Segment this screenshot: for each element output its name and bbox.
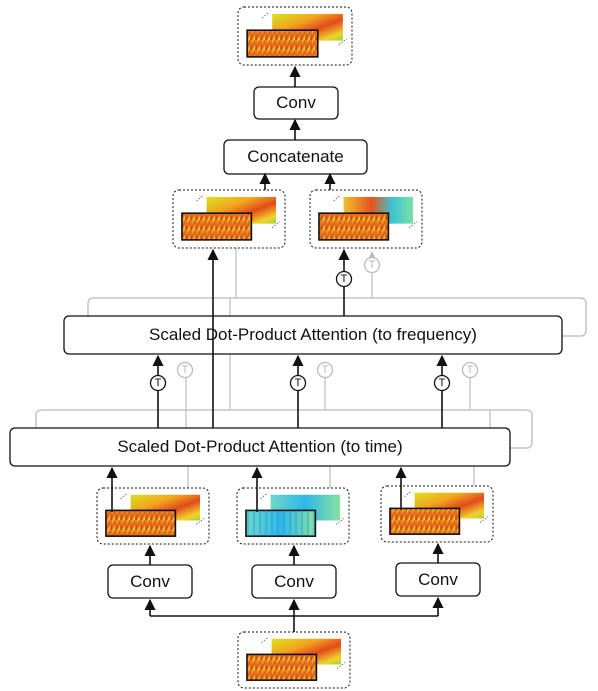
attention-frequency-label: Scaled Dot-Product Attention (to frequen… — [149, 325, 477, 344]
output-feature-map — [237, 6, 353, 66]
concatenate-label: Concatenate — [247, 147, 344, 166]
transpose-left — [149, 374, 167, 392]
transpose-right — [433, 374, 451, 392]
middle-conv-feature-map-front-texture — [245, 510, 316, 537]
transpose-freq-out — [335, 270, 353, 288]
gray-transpose-left — [176, 361, 194, 379]
frequency-attention-output-map-front-channel — [318, 212, 390, 241]
output-feature-map-front-channel — [246, 29, 319, 58]
right-conv-feature-map — [380, 485, 494, 543]
attention-time-label: Scaled Dot-Product Attention (to time) — [117, 437, 403, 456]
conv-left-box — [107, 564, 193, 599]
black-layer — [9, 6, 563, 689]
transpose-label-left: T — [154, 377, 162, 389]
transpose-label-middle: T — [294, 377, 302, 389]
middle-conv-feature-map — [236, 487, 350, 545]
transpose-label-gray-right: T — [466, 364, 474, 376]
attention-frequency-box — [63, 315, 563, 355]
conv-right-label: Conv — [418, 569, 458, 589]
attention-time-box — [9, 427, 511, 467]
gray-transpose-right — [461, 361, 479, 379]
conv-middle-box — [251, 564, 337, 599]
frequency-attention-output-map — [309, 189, 423, 249]
left-conv-feature-map — [96, 487, 210, 545]
time-attention-output-map-front-channel — [181, 212, 253, 241]
transpose-label-gray-freq: T — [368, 259, 376, 271]
conv-middle-label: Conv — [274, 571, 314, 591]
conv-right-box — [395, 562, 481, 597]
transpose-label-freq-out: T — [340, 273, 348, 285]
transpose-middle — [289, 374, 307, 392]
gray-transpose-middle — [316, 361, 334, 379]
right-conv-feature-map-front-channel — [389, 507, 461, 535]
top-conv-label: Conv — [276, 93, 316, 112]
transpose-label-gray-middle: T — [321, 364, 329, 376]
gray-transpose-freq — [363, 256, 381, 274]
transpose-label-gray-left: T — [181, 364, 189, 376]
transpose-label-right: T — [438, 377, 446, 389]
left-conv-feature-map-front-channel — [105, 509, 177, 537]
conv-left-label: Conv — [130, 571, 170, 591]
concatenate-box — [223, 139, 368, 175]
input-spectrogram-front-channel — [246, 653, 318, 681]
input-spectrogram — [237, 631, 351, 689]
time-attention-output-map — [172, 189, 286, 249]
